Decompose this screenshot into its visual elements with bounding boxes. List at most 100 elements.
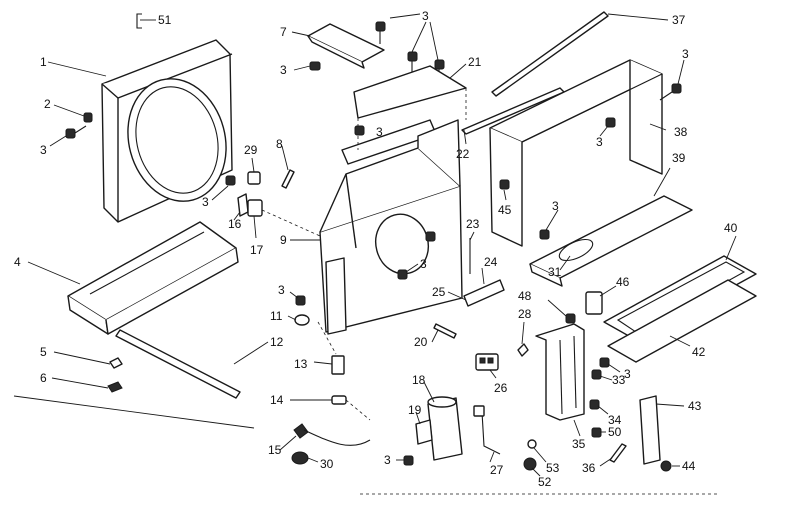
callout-25: 25: [432, 285, 446, 299]
leader-26: [489, 369, 497, 379]
leader-31: [559, 255, 571, 271]
part-3-screw-38-mid: [605, 117, 616, 128]
dash-17-9: [261, 209, 321, 237]
leader-40: [725, 235, 737, 261]
callout-1: 1: [40, 55, 47, 69]
leader-3b3: [429, 21, 439, 61]
callout-3: 3: [682, 47, 689, 61]
callout-15: 15: [268, 443, 282, 457]
reference-line: [13, 395, 255, 429]
leader-3f: [599, 125, 609, 137]
part-3-screw-31: [539, 229, 550, 240]
leader-38: [649, 123, 667, 131]
part-3-screw-9: [425, 231, 436, 242]
leader-13: [313, 361, 333, 365]
leader-37: [607, 13, 669, 21]
part-24-bracket: [463, 279, 505, 307]
leader-19: [415, 411, 421, 425]
part-28-clip: [517, 343, 529, 357]
part-36-bolt: [609, 443, 627, 463]
dash-14: [345, 399, 371, 421]
leader-3k: [607, 363, 621, 373]
callout-3: 3: [420, 257, 427, 271]
leader-3c: [293, 65, 311, 71]
leader-42: [669, 335, 691, 347]
callout-42: 42: [692, 345, 706, 359]
part-3-screw-16: [225, 175, 236, 186]
part-19-strap: [415, 419, 433, 445]
leader-27: [489, 451, 495, 463]
part-50-screw: [591, 427, 602, 438]
part-1-shroud: [101, 39, 233, 223]
callout-48: 48: [518, 289, 532, 303]
part-3-nut-left: [309, 61, 321, 71]
part-bracket-assembly: [535, 323, 585, 421]
leader-2: [53, 104, 85, 117]
part-15-power-cord: [293, 423, 371, 446]
callout-27: 27: [490, 463, 504, 477]
leader-35: [573, 419, 581, 437]
callout-3: 3: [624, 367, 631, 381]
callout-46: 46: [616, 275, 630, 289]
callout-16: 16: [228, 217, 242, 231]
leader-5: [53, 351, 111, 365]
part-29-clip: [247, 171, 261, 185]
part-48-screw: [565, 313, 576, 324]
part-8-pin: [281, 169, 295, 189]
callout-44: 44: [682, 459, 696, 473]
callout-3: 3: [596, 135, 603, 149]
callout-3: 3: [376, 125, 383, 139]
leader-52: [531, 467, 541, 477]
callout-26: 26: [494, 381, 508, 395]
part-2-clip: [83, 112, 93, 123]
leader-21: [449, 63, 467, 79]
leader-1: [47, 61, 107, 77]
callout-36: 36: [582, 461, 596, 475]
leader-3e: [677, 59, 685, 85]
part-30-plug: [291, 451, 309, 465]
callout-18: 18: [412, 373, 426, 387]
callout-17: 17: [250, 243, 264, 257]
leader-18: [423, 381, 435, 403]
callout-39: 39: [672, 151, 686, 165]
part-7-bracket: [307, 23, 385, 69]
part-26-relay: [475, 353, 499, 371]
callout-31: 31: [548, 265, 562, 279]
callout-35: 35: [572, 437, 586, 451]
callout-37: 37: [672, 13, 686, 27]
part-4-drain-pan: [67, 221, 239, 335]
leader-3g: [211, 185, 229, 201]
part-45-screw: [499, 179, 510, 190]
callout-2: 2: [44, 97, 51, 111]
callout-29: 29: [244, 143, 258, 157]
callout-6: 6: [40, 371, 47, 385]
dash-11-13: [317, 321, 337, 355]
callout-23: 23: [466, 217, 480, 231]
part-27-wire: [481, 411, 501, 455]
leader-17: [253, 215, 257, 239]
callout-43: 43: [688, 399, 702, 413]
callout-3: 3: [202, 195, 209, 209]
leader-33: [599, 375, 613, 381]
leader-28: [521, 321, 525, 345]
callout-22: 22: [456, 147, 470, 161]
part-39-base: [529, 195, 693, 287]
callout-3: 3: [422, 9, 429, 23]
leader-53: [533, 447, 547, 463]
leader-23: [469, 231, 475, 241]
part-3-screw-21: [354, 125, 365, 136]
part-52-nut: [523, 457, 537, 471]
callout-30: 30: [320, 457, 334, 471]
leader-24: [481, 267, 485, 285]
leader-3g2: [545, 209, 559, 231]
leader-3b: [389, 13, 421, 19]
callout-40: 40: [724, 221, 738, 235]
leader-3a: [49, 135, 67, 147]
part-3-screw-top-a: [375, 21, 386, 44]
leader-4: [27, 261, 81, 285]
leader-36: [599, 457, 613, 467]
part-3-screw-left: [65, 125, 87, 139]
leader-43: [655, 403, 685, 407]
callout-53: 53: [546, 461, 560, 475]
part-5-fastener: [109, 357, 123, 369]
